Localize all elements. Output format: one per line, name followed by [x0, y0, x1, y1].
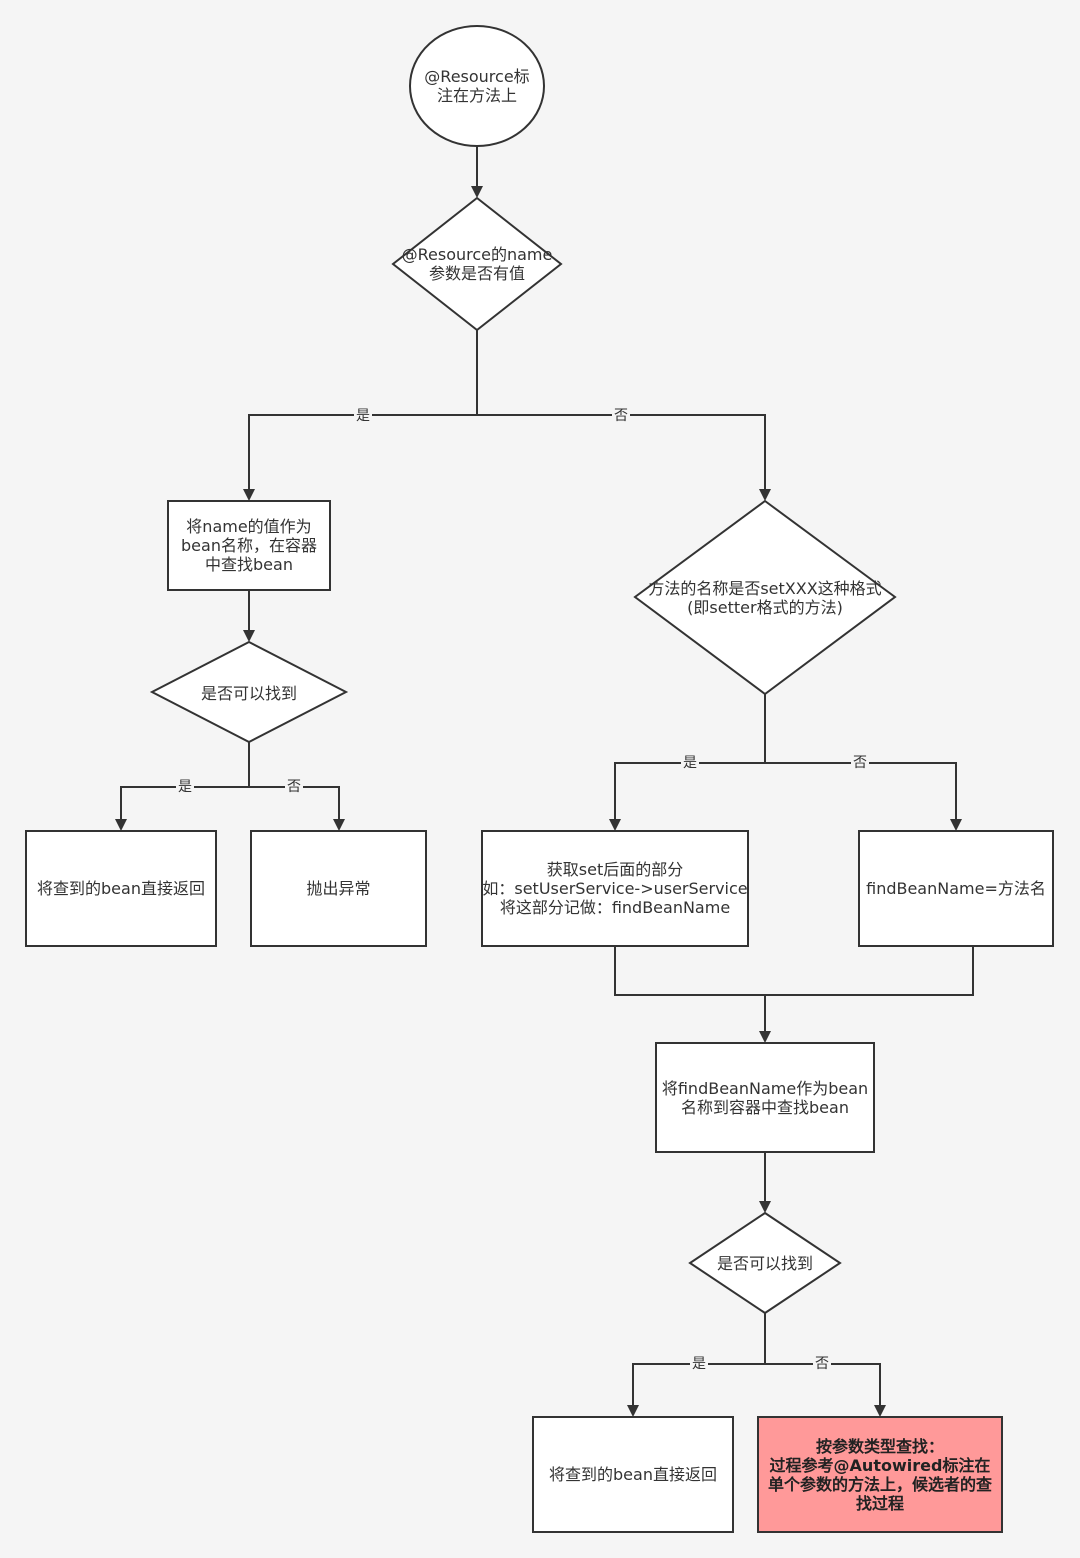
- process-by-type: [757, 1416, 1003, 1533]
- decision-found-left: [149, 640, 349, 744]
- edge-label-name-no: 否: [612, 408, 630, 424]
- process-method-name: [858, 830, 1054, 947]
- edge-found-left-no: [249, 786, 345, 831]
- edge-method-name-merge: [765, 946, 974, 996]
- edge-setter-no: [765, 762, 962, 831]
- process-find-by-name: [655, 1042, 875, 1153]
- edge-label-found-bottom-yes: 是: [690, 1356, 708, 1372]
- decision-found-bottom: [688, 1211, 842, 1315]
- edge-found-bottom-no: [765, 1363, 886, 1417]
- process-get-set-part: [481, 830, 749, 947]
- edge-get-set-part-merge: [614, 946, 765, 996]
- decision-setter: [633, 499, 897, 696]
- edge-label-setter-yes: 是: [681, 755, 699, 771]
- process-return-bottom: [532, 1416, 734, 1533]
- process-throw: [250, 830, 427, 947]
- process-return-left: [25, 830, 217, 947]
- decision-name-param: [391, 196, 563, 332]
- edge-name-no: [477, 414, 771, 501]
- edge-label-setter-no: 否: [851, 755, 869, 771]
- edge-label-found-left-no: 否: [285, 779, 303, 795]
- start-node: [409, 25, 545, 147]
- process-use-name: [167, 500, 331, 591]
- edge-label-found-left-yes: 是: [176, 779, 194, 795]
- edge-label-found-bottom-no: 否: [813, 1356, 831, 1372]
- edge-label-name-yes: 是: [354, 408, 372, 424]
